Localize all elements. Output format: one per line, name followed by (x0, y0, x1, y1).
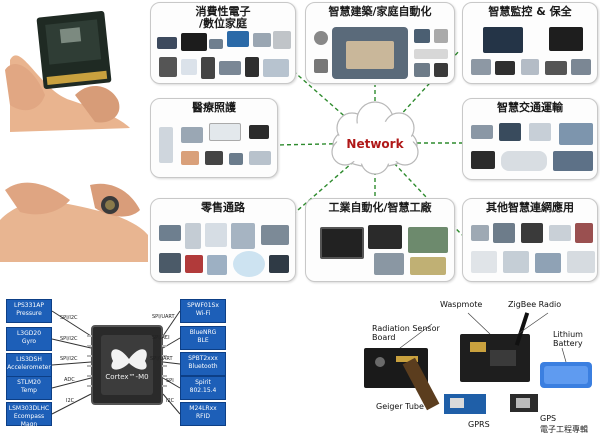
industrial-devices (312, 221, 448, 275)
chip-die (101, 335, 153, 395)
card-consumer: 消費性電子 /數位家庭 (150, 2, 296, 84)
bus-label: SPI/ACI (152, 335, 170, 341)
bus-label: I2C (66, 398, 75, 404)
retail-devices (157, 221, 289, 277)
curie-photo (0, 150, 148, 262)
waspmote-hardware (364, 312, 592, 414)
bus-label: SPI/I2C (60, 315, 78, 321)
bus-label: ADC (64, 377, 75, 383)
bus-label: SPI/UART (150, 356, 173, 362)
medical-devices (157, 121, 271, 171)
bus-label: SPI/I2C (60, 336, 78, 342)
watermark: 電子工程專輯 (540, 425, 588, 434)
consumer-devices (157, 31, 291, 79)
card-building: 智慧建築/家庭自動化 (305, 2, 455, 84)
label-gps: GPS (540, 414, 557, 423)
card-title: 智慧交通運輸 (497, 101, 563, 114)
network-label: Network (346, 137, 404, 151)
label-gprs: GPRS (468, 420, 490, 429)
card-title: 工業自動化/智慧工廠 (328, 201, 432, 214)
label-lithium: Lithium Battery (553, 330, 583, 348)
card-title: 消費性電子 /數位家庭 (195, 5, 251, 30)
butterfly-icon (111, 349, 147, 370)
bus-label: SPI/UART (152, 314, 175, 320)
card-retail: 零售通路 (150, 198, 296, 282)
card-other: 其他智慧連網應用 (462, 198, 598, 282)
label-geiger: Geiger Tube (376, 402, 424, 411)
card-medical: 醫療照護 (150, 98, 278, 178)
card-title: 零售通路 (201, 201, 245, 214)
card-industrial: 工業自動化/智慧工廠 (305, 198, 455, 282)
bus-label: SPI/I2C (60, 356, 78, 362)
card-title: 智慧監控 & 保全 (488, 5, 572, 18)
building-devices (312, 25, 448, 79)
label-radiation: Radiation Sensor Board (372, 324, 440, 342)
transport-devices (469, 121, 593, 173)
card-title: 智慧建築/家庭自動化 (328, 5, 432, 18)
bus-label: I2C (166, 398, 175, 404)
security-devices (469, 25, 591, 77)
edison-photo (0, 0, 148, 132)
card-security: 智慧監控 & 保全 (462, 2, 598, 84)
chip-core-label: Cortex™-M0 (105, 373, 149, 381)
bus-label: SPI (166, 378, 174, 384)
label-waspmote: Waspmote (440, 300, 483, 309)
card-title: 醫療照護 (192, 101, 236, 114)
card-transport: 智慧交通運輸 (462, 98, 598, 180)
label-zigbee: ZigBee Radio (508, 300, 562, 309)
other-devices (469, 221, 595, 275)
card-title: 其他智慧連網應用 (486, 201, 574, 214)
mcu-chip: Cortex™-M0 (87, 325, 167, 405)
